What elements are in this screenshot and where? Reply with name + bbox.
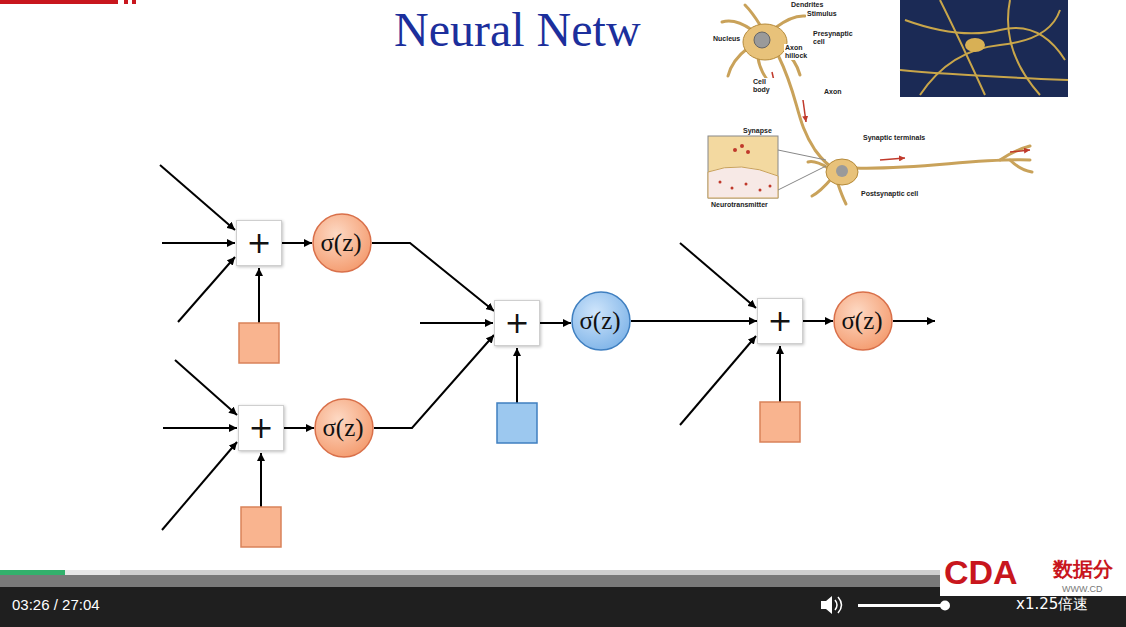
activation-circle: σ(z) bbox=[312, 213, 372, 273]
sigmoid-label: σ(z) bbox=[322, 415, 363, 440]
header-bar bbox=[0, 0, 118, 4]
activation-circle: σ(z) bbox=[833, 291, 893, 351]
part-label: Neurotransmitter bbox=[710, 201, 769, 209]
volume-knob bbox=[940, 601, 950, 611]
progress-played bbox=[0, 570, 65, 575]
connector-arrow bbox=[372, 243, 494, 311]
sigmoid-label: σ(z) bbox=[320, 230, 361, 255]
part-label: Postsynaptic cell bbox=[860, 190, 919, 198]
logo-ground bbox=[940, 552, 1126, 596]
bias-square bbox=[760, 402, 800, 442]
logo-text: CDA bbox=[944, 553, 1018, 592]
connector-arrow bbox=[282, 242, 312, 244]
connector-arrow bbox=[284, 427, 314, 429]
slide-title: Neural Netw bbox=[394, 2, 641, 57]
header-bar bbox=[132, 0, 136, 4]
sum-box: + bbox=[236, 220, 282, 266]
part-label: Axon hillock bbox=[784, 44, 816, 60]
connector-arrow bbox=[631, 320, 757, 322]
part-label: Synapse bbox=[742, 127, 773, 135]
part-label: Axon bbox=[823, 88, 843, 96]
connector-arrow bbox=[374, 335, 494, 428]
progress-buffer bbox=[65, 570, 120, 575]
sum-sign: + bbox=[767, 306, 792, 336]
bias-square bbox=[239, 323, 279, 363]
part-label: Presynaptic cell bbox=[812, 30, 862, 46]
connector-arrow bbox=[540, 322, 571, 324]
sum-box: + bbox=[494, 300, 540, 346]
part-label: Dendrites bbox=[790, 1, 824, 9]
volume-slider bbox=[858, 604, 946, 607]
sum-sign: + bbox=[504, 308, 529, 338]
sum-box: + bbox=[757, 298, 803, 344]
volume-icon bbox=[821, 596, 842, 614]
sigmoid-label: σ(z) bbox=[841, 308, 882, 333]
bias-square bbox=[497, 403, 537, 443]
header-bar bbox=[124, 0, 128, 4]
input-lines bbox=[160, 165, 935, 530]
neuron-photo bbox=[900, 0, 1068, 97]
sum-sign: + bbox=[248, 413, 273, 443]
sum-box: + bbox=[238, 405, 284, 451]
logo-text: 数据分 bbox=[1053, 558, 1113, 581]
part-label: Stimulus bbox=[806, 10, 838, 18]
activation-circle: σ(z) bbox=[314, 398, 374, 458]
part-label: Synaptic terminals bbox=[862, 134, 926, 142]
bias-square bbox=[241, 507, 281, 547]
logo-url: WWW.CD bbox=[1062, 584, 1103, 594]
part-label: Cell body bbox=[752, 78, 778, 94]
sum-sign: + bbox=[246, 228, 271, 258]
player-time: 03:26 / 27:04 bbox=[12, 596, 100, 613]
playback-speed: x1.25倍速 bbox=[1016, 596, 1088, 613]
part-label: Nucleus bbox=[712, 35, 741, 43]
activation-circle: σ(z) bbox=[571, 291, 631, 351]
connector-arrow bbox=[803, 320, 833, 322]
sigmoid-label: σ(z) bbox=[579, 308, 620, 333]
